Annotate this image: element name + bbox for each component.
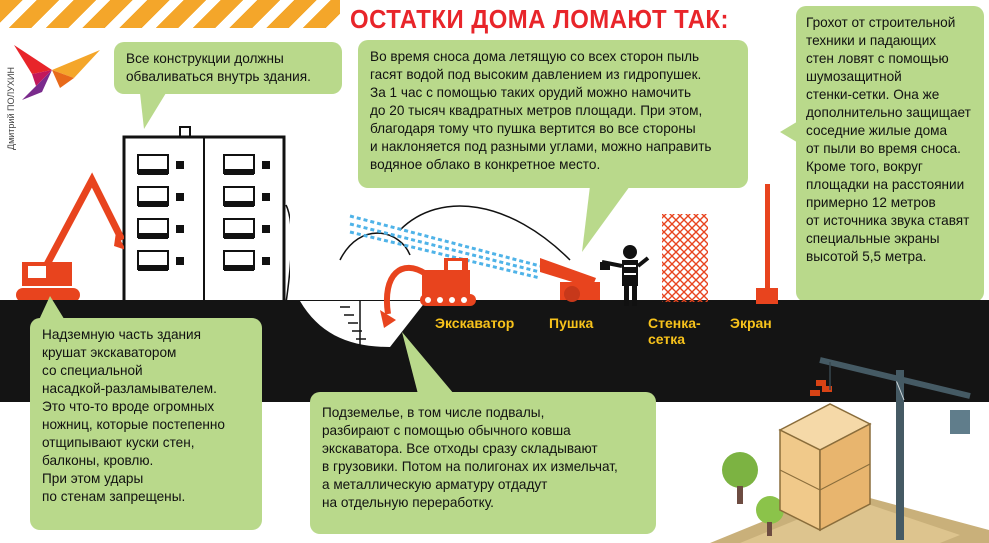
noise-line-13: специальные экраны: [806, 231, 940, 246]
noise-line-12: от источника звука ставят: [806, 213, 970, 228]
callout-underground: Подземелье, в том числе подвалы, разбира…: [310, 392, 656, 534]
apartment-building-icon: [122, 126, 290, 305]
exc-line-4: насадкой-разламывателем.: [42, 381, 217, 396]
noise-line-11: примерно 12 метров: [806, 195, 936, 210]
exc-line-8: балконы, кровлю.: [42, 453, 154, 468]
water-line-3: За 1 час с помощью таких орудий можно на…: [370, 85, 692, 100]
hazard-stripes: [0, 0, 340, 28]
noise-line-1: Грохот от строительной: [806, 15, 956, 30]
exc-line-7: отщипывают куски стен,: [42, 435, 195, 450]
noise-line-14: высотой 5,5 метра.: [806, 249, 927, 264]
callout-collapse-text: Все конструкции должны обваливаться внут…: [126, 51, 311, 84]
basement-pit: [300, 301, 426, 347]
noise-line-8: от пыли во время сноса.: [806, 141, 961, 156]
water-spray: [339, 205, 571, 280]
exc-line-3: со специальной: [42, 363, 143, 378]
callout-water-cannon: Во время сноса дома летящую со всех стор…: [358, 40, 748, 188]
under-line-5: а металлическую арматуру отдадут: [322, 477, 548, 492]
callout-pointer: [582, 186, 630, 252]
noise-line-10: площадки на расстоянии: [806, 177, 965, 192]
under-line-6: на отдельную переработку.: [322, 495, 494, 510]
exc-line-10: по стенам запрещены.: [42, 489, 186, 504]
callout-excavator: Надземную часть здания крушат экскаватор…: [30, 318, 262, 530]
label-screen: Экран: [730, 315, 772, 331]
water-line-5: благодаря тому что пушка вертится во все…: [370, 121, 696, 136]
exc-line-2: крушат экскаватором: [42, 345, 177, 360]
noise-line-5: стенки-сетки. Она же: [806, 87, 940, 102]
label-excavator: Экскаватор: [435, 315, 515, 331]
water-line-4: до 20 тысяч квадратных метров площади. П…: [370, 103, 703, 118]
exc-line-9: При этом удары: [42, 471, 144, 486]
under-line-4: в грузовики. Потом на полигонах их измел…: [322, 459, 618, 474]
demolition-excavator-icon: [16, 172, 124, 302]
under-line-1: Подземелье, в том числе подвалы,: [322, 405, 545, 420]
noise-line-4: шумозащитной: [806, 69, 902, 84]
water-line-2: гасят водой под высоким давлением из гид…: [370, 67, 702, 82]
author-credit: Дмитрий ПОЛУХИН: [6, 67, 16, 150]
exc-line-5: Это что-то вроде огромных: [42, 399, 215, 414]
callout-pointer: [140, 93, 166, 129]
noise-screen-icon: [756, 184, 778, 304]
label-cannon: Пушка: [549, 315, 594, 331]
noise-net-icon: [662, 214, 708, 302]
water-line-7: водяное облако в конкретное место.: [370, 157, 601, 172]
construction-site-icon: [710, 357, 989, 543]
excavator-icon: [380, 258, 476, 328]
water-line-6: и наклоняется под разными углами, можно …: [370, 139, 712, 154]
callout-pointer: [780, 120, 800, 144]
under-line-3: экскаватора. Все отходы сразу складывают: [322, 441, 598, 456]
label-net: Стенка- сетка: [648, 315, 701, 347]
noise-line-9: Кроме того, вокруг: [806, 159, 923, 174]
water-line-1: Во время сноса дома летящую со всех стор…: [370, 49, 700, 64]
callout-collapse: Все конструкции должны обваливаться внут…: [114, 42, 342, 94]
exc-line-6: ножниц, которые постепенно: [42, 417, 225, 432]
page-title: ОСТАТКИ ДОМА ЛОМАЮТ ТАК:: [350, 4, 729, 34]
callout-pointer: [402, 332, 454, 394]
callout-noise: Грохот от строительной техники и падающи…: [796, 6, 984, 302]
noise-line-7: соседние жилые дома: [806, 123, 948, 138]
noise-line-6: дополнительно защищает: [806, 105, 971, 120]
noise-line-3: стен ловят с помощью: [806, 51, 949, 66]
callout-pointer: [38, 296, 66, 322]
under-line-2: разбирают с помощью обычного ковша: [322, 423, 571, 438]
bird-logo-icon: [14, 45, 100, 100]
water-cannon-icon: [540, 258, 610, 302]
noise-line-2: техники и падающих: [806, 33, 937, 48]
worker-icon: [601, 245, 650, 306]
exc-line-1: Надземную часть здания: [42, 327, 201, 342]
